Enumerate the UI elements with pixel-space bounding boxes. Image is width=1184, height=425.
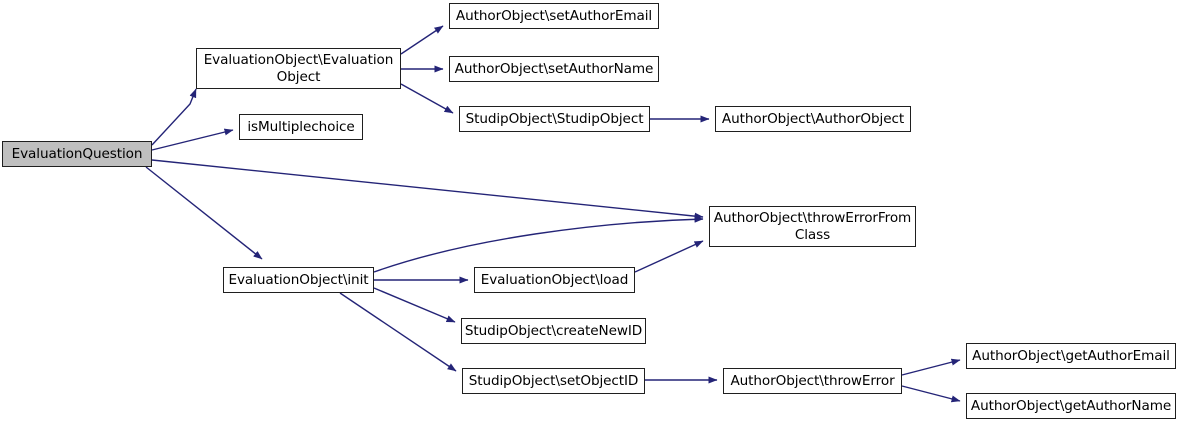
node-label: AuthorObject\AuthorObject <box>721 110 905 127</box>
node-throwErrorFromClass[interactable]: AuthorObject\throwErrorFrom Class <box>709 206 916 247</box>
node-label: EvaluationQuestion <box>11 145 143 162</box>
node-setAuthorEmail[interactable]: AuthorObject\setAuthorEmail <box>449 3 659 29</box>
node-label: StudipObject\setObjectID <box>468 372 639 389</box>
node-getAuthorName[interactable]: AuthorObject\getAuthorName <box>966 393 1176 419</box>
node-label: EvaluationObject\Evaluation Object <box>203 51 394 85</box>
edge-evaluationQuestion-to-evaluationObjectInit <box>145 166 263 260</box>
node-label: AuthorObject\throwError <box>730 372 895 389</box>
node-label: isMultiplechoice <box>247 118 355 135</box>
edge-evaluationObjectLoad-to-throwErrorFromClass <box>634 240 704 273</box>
node-setObjectID[interactable]: StudipObject\setObjectID <box>462 368 645 394</box>
node-evaluationQuestion[interactable]: EvaluationQuestion <box>2 141 152 167</box>
node-label: AuthorObject\getAuthorEmail <box>972 347 1170 364</box>
node-label: AuthorObject\throwErrorFrom Class <box>713 209 912 243</box>
node-label: AuthorObject\getAuthorName <box>970 397 1172 414</box>
node-label: StudipObject\createNewID <box>464 322 643 339</box>
edge-evaluationObjectInit-to-createNewID <box>373 287 456 323</box>
edge-evaluationObjectCtor-to-studipObjectCtor <box>400 83 454 114</box>
node-studipObjectCtor[interactable]: StudipObject\StudipObject <box>459 106 650 132</box>
node-evaluationObjectLoad[interactable]: EvaluationObject\load <box>474 267 635 293</box>
node-label: EvaluationObject\init <box>228 271 369 288</box>
edge-evaluationQuestion-to-evaluationObjectCtor <box>151 88 197 146</box>
node-authorObjectCtor[interactable]: AuthorObject\AuthorObject <box>715 106 911 132</box>
node-getAuthorEmail[interactable]: AuthorObject\getAuthorEmail <box>966 343 1176 369</box>
node-label: StudipObject\StudipObject <box>465 110 644 127</box>
node-createNewID[interactable]: StudipObject\createNewID <box>461 318 646 344</box>
node-evaluationObjectInit[interactable]: EvaluationObject\init <box>223 267 374 293</box>
edge-evaluationObjectCtor-to-setAuthorEmail <box>400 25 444 55</box>
edge-evaluationObjectInit-to-setObjectID <box>339 292 457 372</box>
node-isMultiplechoice[interactable]: isMultiplechoice <box>239 114 363 140</box>
node-evaluationObjectCtor[interactable]: EvaluationObject\Evaluation Object <box>196 48 401 89</box>
edge-evaluationQuestion-to-throwErrorFromClass <box>151 159 704 220</box>
node-label: AuthorObject\setAuthorEmail <box>455 7 653 24</box>
node-label: AuthorObject\setAuthorName <box>454 60 654 77</box>
node-setAuthorName[interactable]: AuthorObject\setAuthorName <box>449 56 659 82</box>
node-label: EvaluationObject\load <box>480 271 629 288</box>
node-throwError[interactable]: AuthorObject\throwError <box>723 368 902 394</box>
edge-evaluationObjectInit-to-throwErrorFromClass <box>373 215 704 273</box>
edge-throwError-to-getAuthorName <box>901 385 961 403</box>
edge-throwError-to-getAuthorEmail <box>901 358 961 376</box>
edge-evaluationQuestion-to-isMultiplechoice <box>151 128 234 151</box>
